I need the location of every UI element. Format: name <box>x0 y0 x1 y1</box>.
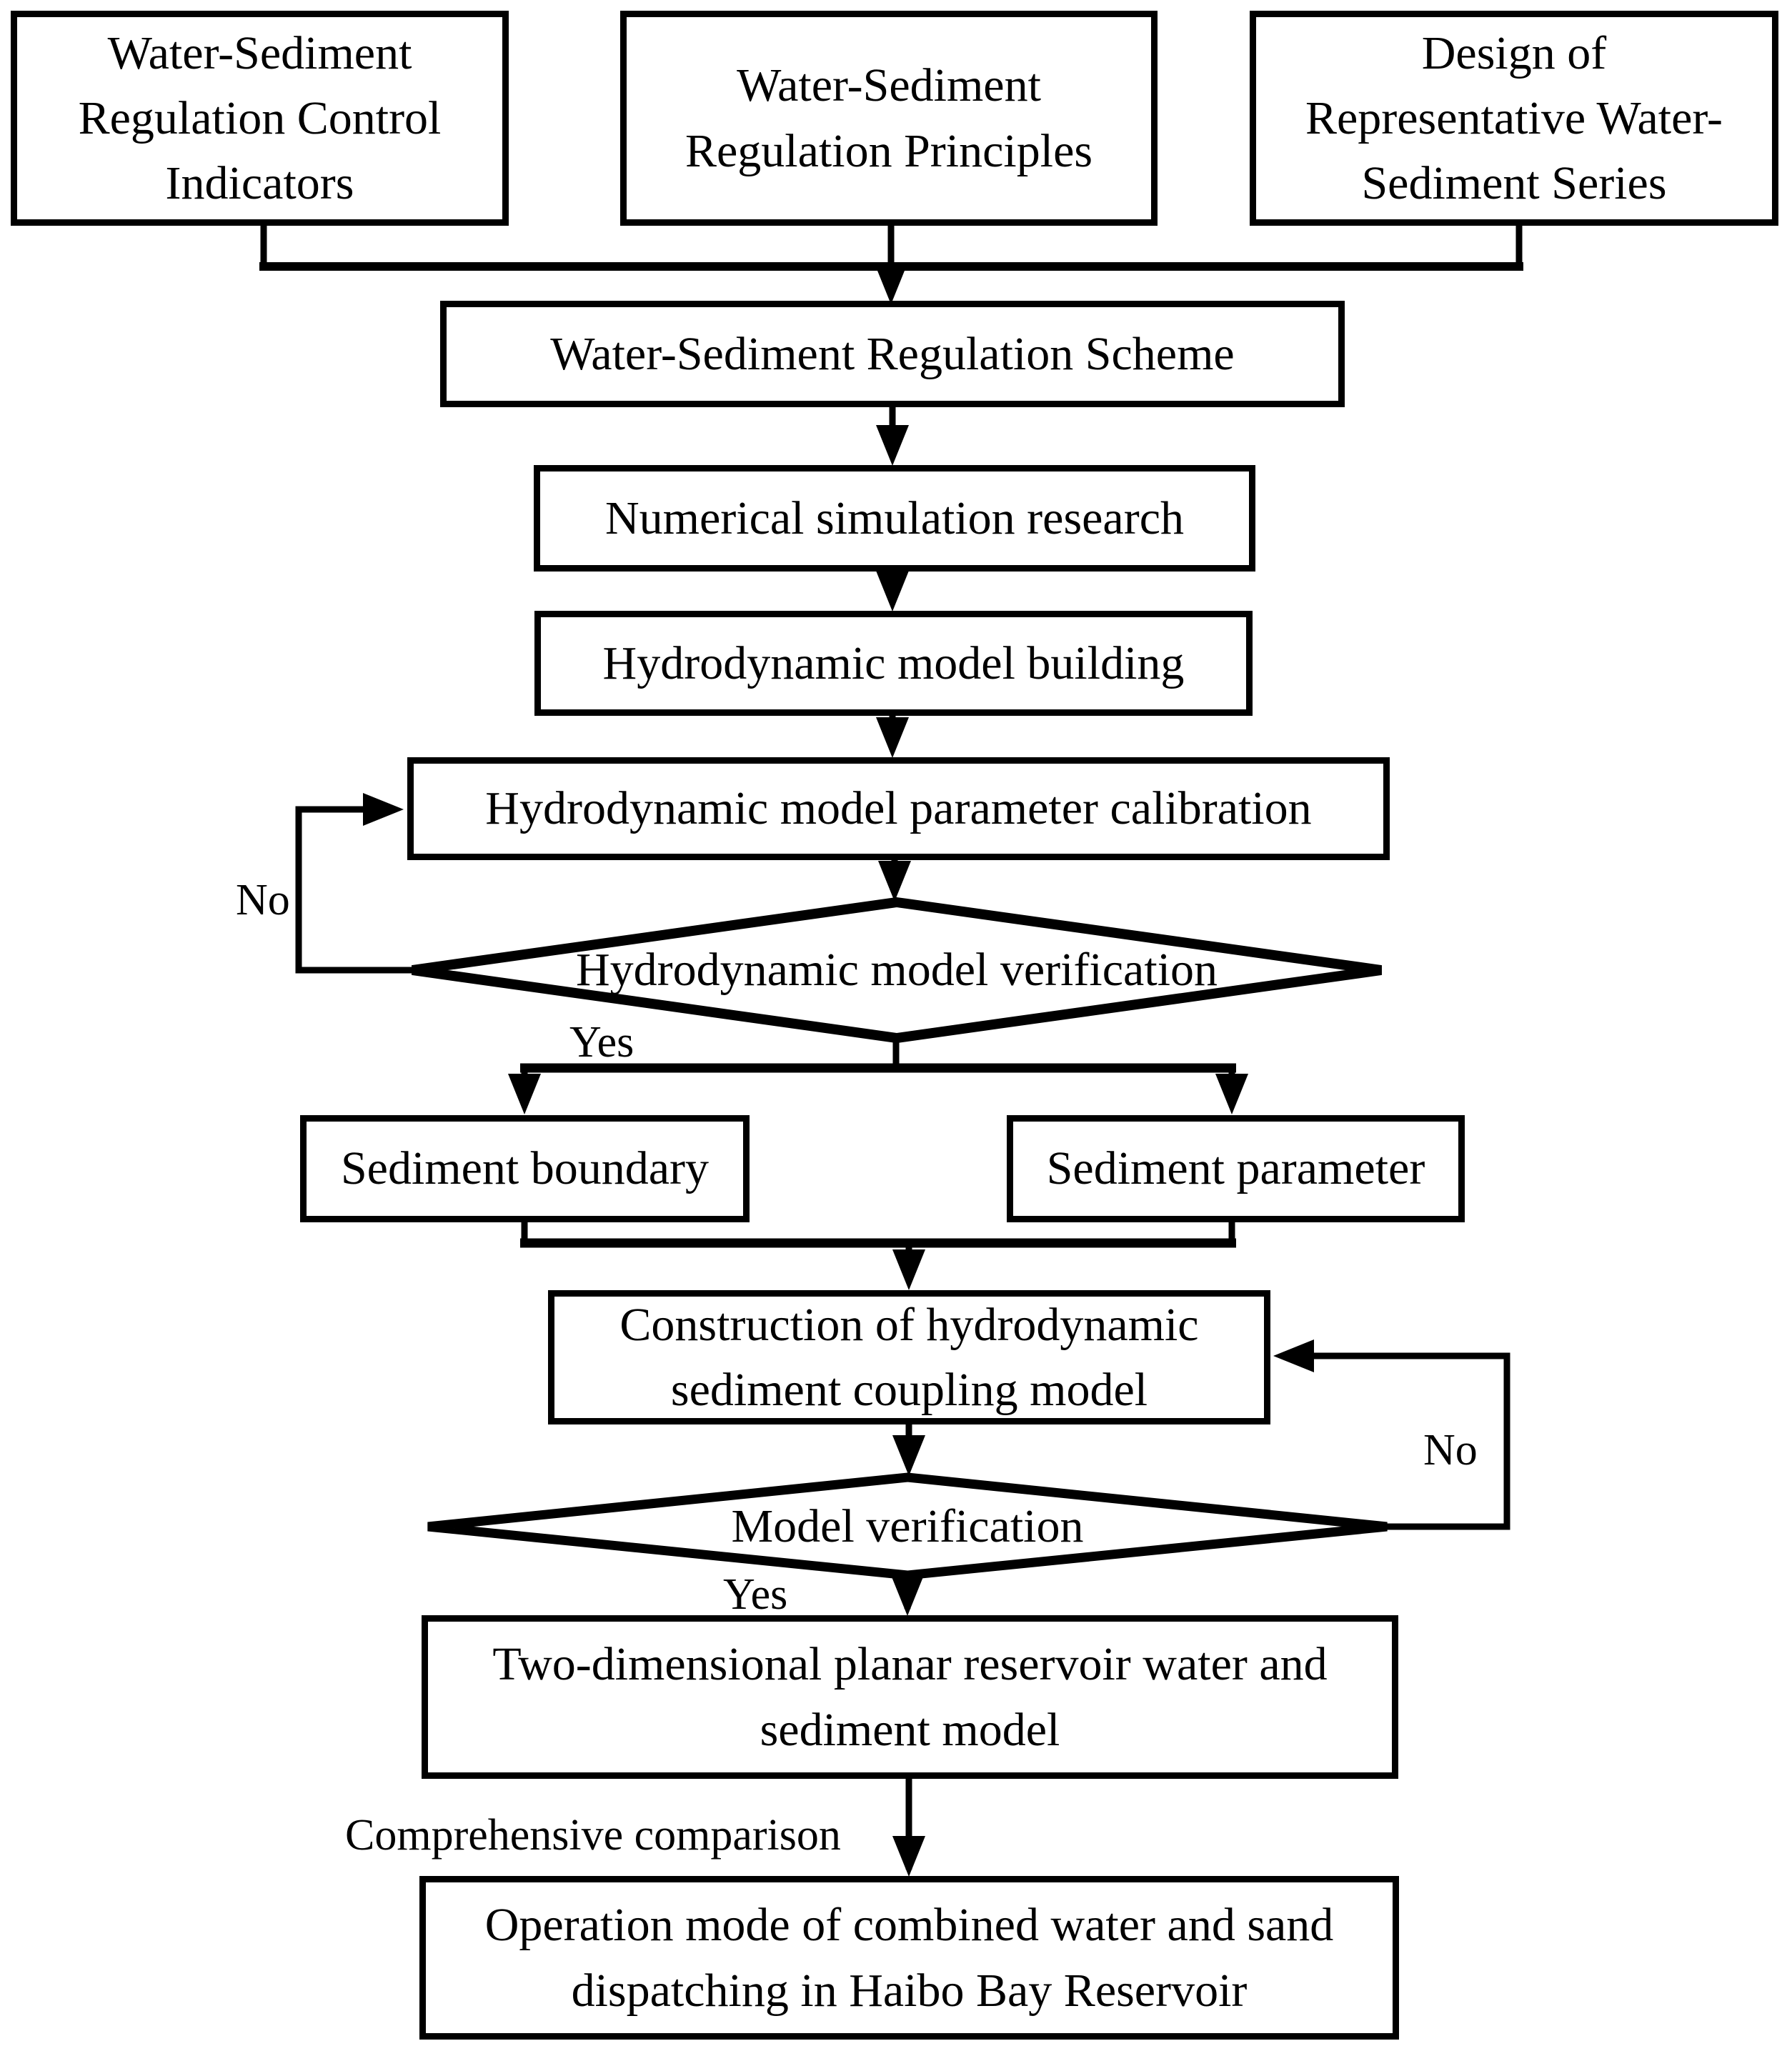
node-text-line: Water-Sediment <box>107 26 412 79</box>
arrowhead-into-coupling <box>892 1249 925 1290</box>
arrowhead-into-calibration-top <box>876 717 909 758</box>
decision-model-verification-shape <box>427 1472 1388 1580</box>
node-operation-mode: Operation mode of combined water and san… <box>419 1876 1399 2040</box>
node-numerical-simulation: Numerical simulation research <box>534 465 1255 572</box>
node-text-line: Design of <box>1421 26 1607 79</box>
node-text-line: sediment model <box>760 1703 1060 1756</box>
label-no-right: No <box>1423 1426 1478 1474</box>
node-text-line: Operation mode of combined water and san… <box>484 1899 1334 1952</box>
arrowhead-into-scheme <box>875 264 907 304</box>
node-regulation-control-indicators: Water-Sediment Regulation Control Indica… <box>11 11 509 226</box>
node-sediment-parameter: Sediment parameter <box>1007 1115 1465 1222</box>
arrowhead-into-parameter <box>1215 1074 1248 1114</box>
arrowhead-into-operation <box>892 1836 925 1877</box>
node-representative-series: Design of Representative Water- Sediment… <box>1250 11 1778 226</box>
arrowhead-into-building <box>876 571 909 612</box>
node-text-line: Water-Sediment Regulation Scheme <box>550 327 1235 380</box>
node-planar-model: Two-dimensional planar reservoir water a… <box>422 1615 1398 1779</box>
node-sediment-boundary: Sediment boundary <box>300 1115 750 1222</box>
node-text-line: Representative Water- <box>1305 91 1723 144</box>
arrowhead-into-numerical <box>876 425 909 466</box>
arrowhead-no-loop-right <box>1273 1339 1314 1372</box>
label-comprehensive-comparison: Comprehensive comparison <box>345 1811 841 1860</box>
node-regulation-scheme: Water-Sediment Regulation Scheme <box>440 301 1345 407</box>
node-text-line: Sediment Series <box>1361 157 1667 210</box>
node-text-line: Regulation Principles <box>685 124 1093 177</box>
node-regulation-principles: Water-Sediment Regulation Principles <box>620 11 1158 226</box>
node-text-line: Regulation Control <box>78 91 442 144</box>
node-text-line: Water-Sediment <box>737 59 1041 112</box>
arrowhead-into-planar <box>891 1575 924 1616</box>
arrowhead-no-loop-left <box>363 793 404 826</box>
node-text-line: Hydrodynamic model building <box>602 637 1185 689</box>
node-model-building: Hydrodynamic model building <box>534 611 1253 716</box>
node-text-line: sediment coupling model <box>670 1364 1148 1416</box>
node-text-line: Construction of hydrodynamic <box>619 1298 1199 1351</box>
arrowhead-into-verification <box>878 861 911 902</box>
label-yes-upper: Yes <box>569 1018 634 1067</box>
node-text-line: Two-dimensional planar reservoir water a… <box>492 1638 1328 1691</box>
edge-no-loop-left <box>295 806 412 974</box>
node-text-line: Numerical simulation research <box>604 491 1184 544</box>
node-text-line: Indicators <box>165 157 354 210</box>
edge-no-loop-right <box>1284 1352 1510 1530</box>
arrowhead-into-boundary <box>508 1074 541 1114</box>
label-yes-lower: Yes <box>723 1570 788 1619</box>
node-coupling-model: Construction of hydrodynamic sediment co… <box>548 1290 1270 1424</box>
node-text-line: Hydrodynamic model parameter calibration <box>485 782 1312 835</box>
node-parameter-calibration: Hydrodynamic model parameter calibration <box>407 757 1390 860</box>
arrowhead-into-verification2 <box>892 1435 925 1476</box>
node-text-line: Sediment boundary <box>340 1142 710 1195</box>
decision-hydrodynamic-verification-shape <box>412 897 1382 1044</box>
node-text-line: Sediment parameter <box>1046 1142 1425 1195</box>
label-no-left: No <box>236 876 290 924</box>
node-text-line: dispatching in Haibo Bay Reservoir <box>571 1964 1248 2017</box>
